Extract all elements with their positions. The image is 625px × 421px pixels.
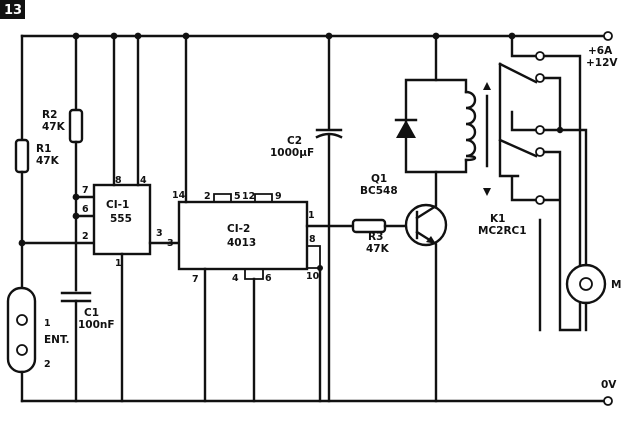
ic1-part: 555 — [110, 213, 132, 225]
ic2-pin-12: 12 — [242, 191, 255, 202]
r3-ref: R3 — [368, 231, 383, 243]
ic1-ref: CI-1 — [106, 199, 129, 211]
relay-ref: K1 — [490, 213, 505, 225]
ic1-pin-8: 8 — [115, 175, 122, 186]
supply-label-line2: +12V — [586, 57, 618, 69]
c2-ref: C2 — [287, 135, 302, 147]
relay-arm-pivot — [498, 62, 520, 178]
diode-triangle — [396, 120, 416, 138]
r1-ref: R1 — [36, 143, 51, 155]
ic1-pin-3: 3 — [156, 228, 163, 239]
input-pin1-label: 1 — [44, 318, 51, 329]
junction-dot — [72, 32, 80, 40]
junction-dot — [72, 193, 80, 201]
relay-core-arrow-bottom — [483, 188, 491, 196]
ic2-pin-7: 7 — [192, 274, 199, 285]
ic1-pin-7: 7 — [82, 185, 89, 196]
junction-dot — [508, 32, 516, 40]
relay-coil — [464, 90, 477, 162]
ic2-pin-4: 4 — [232, 273, 239, 284]
q1-part: BC548 — [360, 185, 398, 197]
relay-switch-arm-2 — [498, 138, 538, 158]
relay-core-arrow-top — [483, 82, 491, 90]
c2-value: 1000µF — [270, 147, 314, 159]
junction-dot — [317, 265, 323, 271]
c1-value: 100nF — [78, 319, 115, 331]
r2-value: 47K — [42, 121, 66, 133]
relay-part: MC2RC1 — [478, 225, 527, 237]
motor-lead-top — [558, 128, 588, 267]
ic2-part: 4013 — [227, 237, 256, 249]
input-contact-2 — [16, 344, 28, 356]
q1-emitter — [415, 230, 438, 403]
ground-terminal[interactable] — [603, 396, 613, 406]
figure-number-badge — [0, 0, 25, 19]
input-sensor-body — [6, 286, 37, 374]
relay-contacts-frame — [510, 34, 542, 202]
positive-terminal[interactable] — [603, 31, 613, 41]
ic2-pin-6: 6 — [265, 273, 272, 284]
ic2-pin-3: 3 — [167, 238, 174, 249]
junction-dot — [432, 32, 440, 40]
q1-collector — [415, 170, 438, 220]
c1-ref: C1 — [84, 307, 99, 319]
ic2-pin8-10-link — [307, 245, 321, 269]
input-pin2-label: 2 — [44, 359, 51, 370]
q1-emitter-arrow — [426, 236, 436, 244]
relay-switch-arm-1 — [498, 62, 538, 84]
ic1-pin-1: 1 — [115, 258, 122, 269]
r1-value: 47K — [36, 155, 60, 167]
junction-dot — [134, 32, 142, 40]
q1-ref: Q1 — [371, 173, 387, 185]
ic2-pin-5: 5 — [234, 191, 241, 202]
ic2-ref: CI-2 — [227, 223, 250, 235]
ic1-pin-4: 4 — [140, 175, 147, 186]
r3-value: 47K — [366, 243, 390, 255]
ic2-pin-2: 2 — [204, 191, 211, 202]
ic2-pin-14: 14 — [172, 190, 186, 201]
ic2-pin-9: 9 — [275, 191, 282, 202]
ic2-pin-10: 10 — [306, 271, 320, 282]
ic2-pin2-5-link — [213, 193, 232, 202]
relay-crosslink — [542, 54, 582, 332]
r2-ref: R2 — [42, 109, 57, 121]
ic2-pin-8: 8 — [309, 234, 316, 245]
input-label: ENT. — [44, 334, 70, 346]
motor-shaft — [579, 277, 593, 291]
r1-resistor — [14, 138, 30, 174]
motor-label: M — [611, 279, 621, 291]
ic1-pin-2: 2 — [82, 231, 89, 242]
c2-plate-bottom — [315, 132, 343, 139]
junction-dot — [72, 212, 80, 220]
ic1-pin-6: 6 — [82, 204, 89, 215]
r2-resistor — [68, 108, 84, 144]
ic2-pin-1: 1 — [308, 210, 315, 221]
figure-number: 13 — [4, 3, 22, 18]
ic2-body — [177, 200, 309, 271]
diode-coil-frame — [404, 78, 468, 174]
ground-label: 0V — [601, 379, 617, 391]
junction-dot — [110, 32, 118, 40]
ic2-pin4-6-link — [244, 269, 264, 280]
input-contact-1 — [16, 314, 28, 326]
junction-dot — [18, 239, 26, 247]
supply-label-line1: +6A — [588, 45, 613, 57]
ic1-body — [92, 183, 152, 256]
ic2-pin12-9-link — [254, 193, 273, 202]
junction-dot — [182, 32, 190, 40]
junction-dot — [325, 32, 333, 40]
